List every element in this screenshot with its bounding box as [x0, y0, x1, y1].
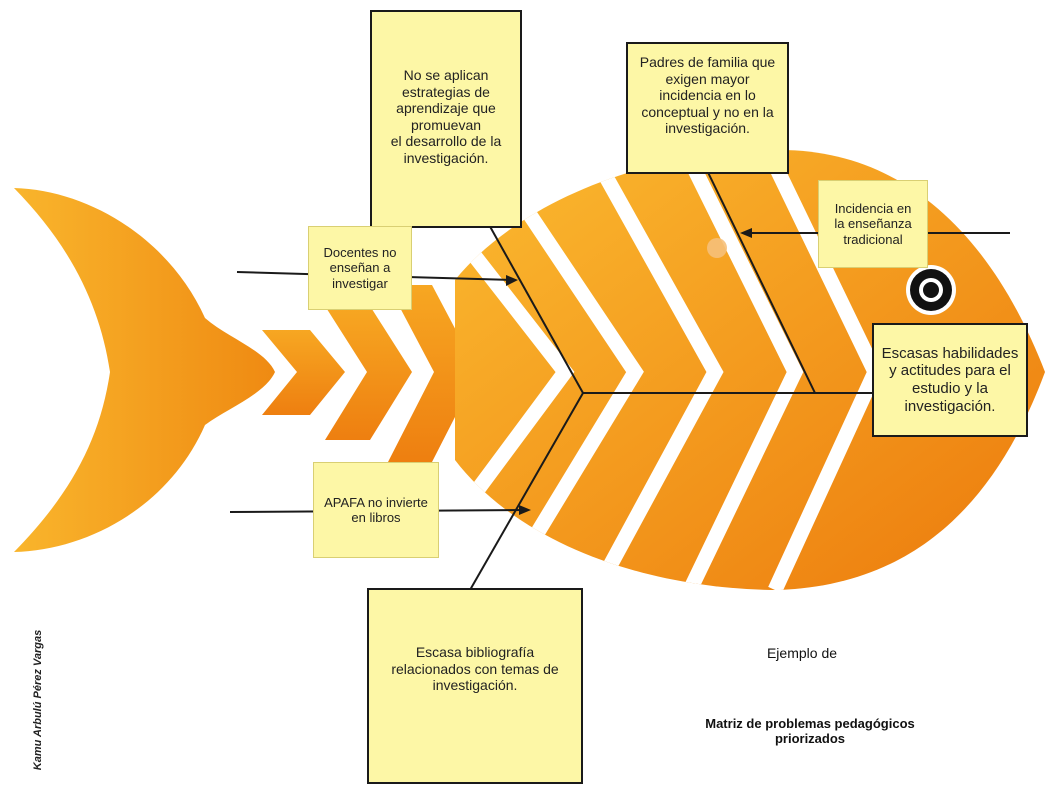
problem-text: Escasas habilidades y actitudes para el …	[881, 344, 1019, 415]
arrowhead-docentes	[506, 275, 518, 286]
caption-title: Matriz de problemas pedagógicos prioriza…	[660, 703, 960, 746]
arrowheads	[506, 228, 752, 515]
problem-note: Escasas habilidades y actitudes para el …	[872, 323, 1028, 437]
cause-note-traditional: Incidencia en la enseñanza tradicional	[818, 180, 928, 268]
cause-text-strategies: No se aplican estrategias de aprendizaje…	[390, 67, 502, 166]
caption-line-1: Ejemplo de	[766, 645, 838, 661]
caption-example: Ejemplo de	[712, 645, 892, 661]
cause-note-strategies: No se aplican estrategias de aprendizaje…	[370, 10, 522, 228]
cause-note-bibliography: Escasa bibliografía relacionados con tem…	[367, 588, 583, 784]
cause-note-apafa: APAFA no invierte en libros	[313, 462, 439, 558]
fish-tail	[14, 188, 275, 552]
arrowhead-incidencia	[740, 228, 752, 238]
cause-text-apafa: APAFA no invierte en libros	[324, 494, 428, 525]
arrowhead-apafa	[519, 505, 531, 515]
body-highlight	[707, 238, 727, 258]
bone-top-left	[477, 204, 584, 394]
bone-bottom	[469, 392, 584, 591]
fish-eye-pupil	[923, 282, 939, 298]
author-text: Kamu Arbulú Pérez Vargas	[32, 629, 44, 771]
cause-note-parents: Padres de familia que exigen mayor incid…	[626, 42, 789, 174]
author-credit: Kamu Arbulú Pérez Vargas	[18, 625, 58, 775]
caption-line-2: Matriz de problemas pedagógicos prioriza…	[705, 716, 915, 746]
bone-top-right	[701, 159, 816, 394]
cause-note-teachers: Docentes no enseñan a investigar	[308, 226, 412, 310]
chevron-2	[325, 306, 412, 440]
chevron-1	[262, 330, 345, 415]
cause-text-parents: Padres de familia que exigen mayor incid…	[639, 54, 776, 137]
cause-text-bibliography: Escasa bibliografía relacionados con tem…	[391, 644, 559, 694]
cause-text-teachers: Docentes no enseñan a investigar	[323, 245, 397, 291]
cause-text-traditional: Incidencia en la enseñanza tradicional	[834, 201, 912, 247]
